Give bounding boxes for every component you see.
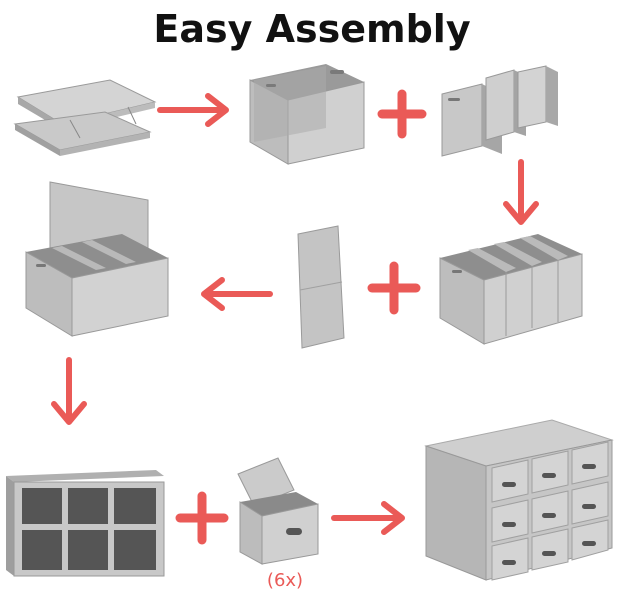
plus-icon [175,491,229,545]
arrow-left-icon [196,274,274,314]
small-drawer-box-image [234,457,320,566]
box-with-dividers-image [438,228,584,346]
plus-icon [377,89,427,139]
plus-icon [367,261,421,315]
arrow-right-icon [331,498,410,538]
finished-drawer-cabinet-image [424,419,614,582]
cabinet-frame-image [6,470,166,578]
arrow-down-icon [48,357,90,428]
divider-inserts-image [441,65,560,158]
base-panel-image [294,225,346,350]
page-title: Easy Assembly [153,7,471,51]
quantity-label: (6x) [266,570,304,591]
unfolded-box-image [248,58,366,166]
arrow-down-icon [500,159,542,228]
box-with-lid-open-image [22,181,170,338]
flat-folded-box-image [10,62,157,157]
arrow-right-icon [157,90,233,130]
